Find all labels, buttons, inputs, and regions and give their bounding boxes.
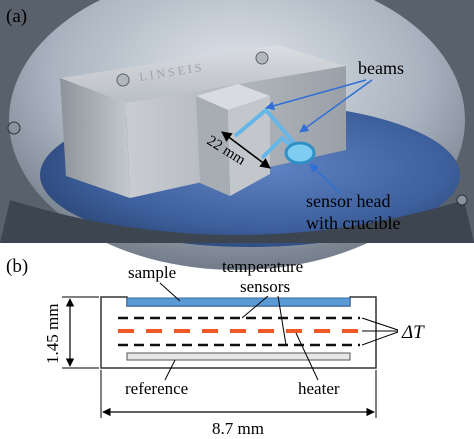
screw-left (7, 121, 21, 135)
screw-right (456, 194, 468, 206)
callout-sensor-head-line1: sensor head (306, 191, 390, 211)
holder-block-front (196, 96, 230, 196)
label-sample: sample (128, 263, 176, 282)
leader-sample (159, 282, 181, 302)
label-delta-t: ΔT (401, 322, 425, 343)
dimension-22mm-line (221, 131, 271, 169)
callout-beams: beams (358, 58, 404, 78)
block-screw-1 (116, 73, 130, 87)
callout-sensor-head-pointer (309, 163, 341, 194)
label-heater: heater (298, 379, 340, 398)
panel-a-label: (a) (6, 6, 27, 27)
delta-t-bracket-1 (361, 317, 399, 331)
block-screw-2 (255, 51, 269, 65)
panel-a-photo: LINSEIS 22 mm (a) beams sensor head with… (0, 0, 474, 270)
callout-sensor-head-line2: with crucible (306, 213, 400, 233)
callout-beams-pointer-1 (265, 79, 367, 111)
leader-temperature-upper (241, 295, 269, 319)
delta-t-bracket-3 (361, 331, 399, 346)
dome-rim (0, 200, 474, 243)
main-block-front (60, 78, 130, 198)
reference-layer (126, 352, 351, 361)
label-temperature-line1: temperature (222, 257, 303, 276)
label-temperature-line2: sensors (240, 277, 290, 296)
holder-block-top (196, 84, 270, 110)
label-reference: reference (125, 379, 188, 398)
sample-layer (126, 297, 351, 307)
panel-b-schematic: (b) sample temperature sensors ΔT refere… (6, 256, 425, 438)
callout-beams-pointer-2 (299, 79, 373, 133)
leader-reference (164, 359, 176, 381)
main-block-top (60, 45, 346, 103)
label-height: 1.45 mm (43, 304, 62, 364)
leader-heater (295, 332, 319, 381)
sensor-head-crucible (284, 141, 316, 165)
panel-b-label: (b) (6, 256, 28, 277)
label-width: 8.7 mm (212, 419, 264, 438)
leader-temperature-lower (277, 295, 287, 346)
